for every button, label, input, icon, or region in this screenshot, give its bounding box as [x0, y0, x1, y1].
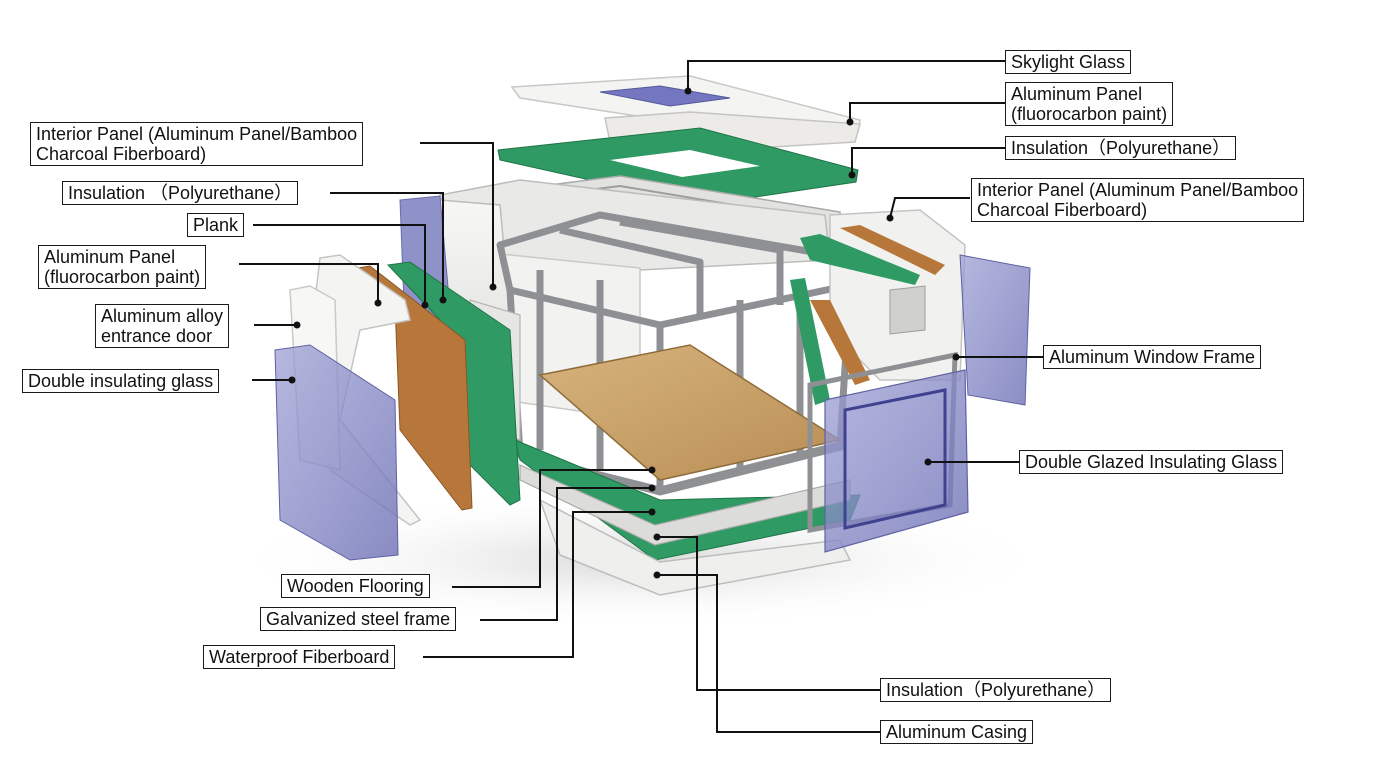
label-insulation-floor: Insulation（Polyurethane）	[880, 678, 1112, 702]
label-interior-panel-left: Interior Panel (Aluminum Panel/Bamboo Ch…	[30, 122, 364, 166]
label-plank: Plank	[187, 213, 245, 237]
label-double-glazed-glass: Double Glazed Insulating Glass	[1019, 450, 1284, 474]
label-wooden-flooring: Wooden Flooring	[281, 574, 430, 598]
label-aluminum-panel-left: Aluminum Panel (fluorocarbon paint)	[38, 245, 207, 289]
label-text: Skylight Glass	[1011, 52, 1126, 72]
label-text: Waterproof Fiberboard	[209, 647, 390, 667]
label-double-insulating-glass: Double insulating glass	[22, 369, 220, 393]
label-text: Aluminum Panel	[44, 247, 176, 267]
right-plank	[810, 225, 945, 385]
label-text: Aluminum Casing	[886, 722, 1028, 742]
label-text: Wooden Flooring	[287, 576, 424, 596]
label-text: Plank	[193, 215, 239, 235]
label-text: (fluorocarbon paint)	[1011, 104, 1168, 124]
label-text: entrance door	[101, 326, 213, 346]
label-aluminum-window-frame: Aluminum Window Frame	[1043, 345, 1262, 369]
label-waterproof-fiberboard: Waterproof Fiberboard	[203, 645, 396, 669]
label-text: Aluminum alloy	[101, 306, 224, 326]
label-text: (fluorocarbon paint)	[44, 267, 201, 287]
label-text: Interior Panel (Aluminum Panel/Bamboo	[36, 124, 358, 144]
label-aluminum-panel-roof: Aluminum Panel (fluorocarbon paint)	[1005, 82, 1174, 126]
label-text: Insulation（Polyurethane）	[886, 680, 1106, 700]
label-text: Insulation （Polyurethane）	[68, 183, 293, 203]
label-text: Interior Panel (Aluminum Panel/Bamboo	[977, 180, 1299, 200]
label-text: Galvanized steel frame	[266, 609, 451, 629]
double-glazed-glass	[824, 369, 969, 553]
label-text: Aluminum Window Frame	[1049, 347, 1256, 367]
label-text: Insulation（Polyurethane）	[1011, 138, 1231, 158]
label-skylight-glass: Skylight Glass	[1005, 50, 1132, 74]
left-plank	[356, 265, 473, 511]
label-insulation-left: Insulation （Polyurethane）	[62, 181, 299, 205]
label-text: Charcoal Fiberboard)	[36, 144, 207, 164]
label-text: Charcoal Fiberboard)	[977, 200, 1148, 220]
label-aluminum-casing: Aluminum Casing	[880, 720, 1034, 744]
aluminum-casing	[538, 498, 852, 596]
leader-lines	[239, 60, 1045, 733]
label-insulation-roof: Insulation（Polyurethane）	[1005, 136, 1237, 160]
skylight-glass	[599, 85, 731, 107]
leader-dots	[288, 87, 960, 579]
right-insulation	[790, 234, 920, 405]
left-double-glass	[274, 344, 399, 561]
label-text: Double insulating glass	[28, 371, 214, 391]
label-text: Aluminum Panel	[1011, 84, 1143, 104]
label-entrance-door: Aluminum alloy entrance door	[95, 304, 230, 348]
label-galvanized-frame: Galvanized steel frame	[260, 607, 457, 631]
label-text: Double Glazed Insulating Glass	[1025, 452, 1278, 472]
right-outer-glass-panel	[959, 254, 1031, 406]
roof-insulation	[497, 127, 859, 206]
label-interior-panel-right: Interior Panel (Aluminum Panel/Bamboo Ch…	[971, 178, 1305, 222]
